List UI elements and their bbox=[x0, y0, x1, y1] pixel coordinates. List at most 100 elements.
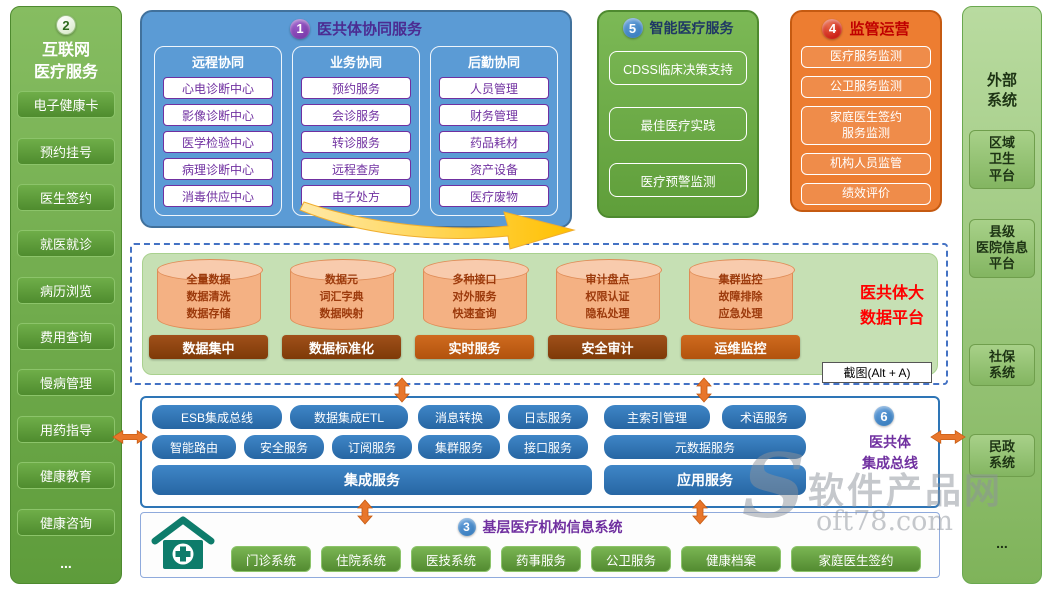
collab-item-consultation-service: 会诊服务 bbox=[301, 104, 411, 126]
external-item-regional-health: 区域 卫生 平台 bbox=[969, 130, 1035, 189]
module-data-centralization: 全量数据 数据清洗 数据存储 数据集中 bbox=[149, 259, 268, 359]
badge-5: 5 bbox=[622, 18, 643, 38]
collab-item-personnel-mgmt: 人员管理 bbox=[439, 77, 549, 99]
reg-item-performance-eval: 绩效评价 bbox=[801, 183, 931, 206]
gr-item-pharmacy: 药事服务 bbox=[501, 546, 581, 572]
bus-item-metadata-service: 元数据服务 bbox=[604, 435, 806, 459]
bus-application-service: 应用服务 bbox=[604, 465, 806, 495]
smart-item-early-warning: 医疗预警监测 bbox=[609, 163, 747, 197]
sidebar-item-health-consult: 健康咨询 bbox=[17, 508, 115, 536]
grassroots-systems-panel: 3 基层医疗机构信息系统 门诊系统 住院系统 医技系统 药事服务 公卫服务 健康… bbox=[140, 512, 940, 578]
logistics-collab-column: 后勤协同 人员管理 财务管理 药品耗材 资产设备 医疗废物 bbox=[430, 46, 558, 216]
collaborative-columns: 远程协同 心电诊断中心 影像诊断中心 医学检验中心 病理诊断中心 消毒供应中心 … bbox=[154, 46, 558, 216]
gr-item-public-health: 公卫服务 bbox=[591, 546, 671, 572]
collab-item-referral-service: 转诊服务 bbox=[301, 131, 411, 153]
collab-item-lab-center: 医学检验中心 bbox=[163, 131, 273, 153]
collab-item-imaging-center: 影像诊断中心 bbox=[163, 104, 273, 126]
bus-item-log-service: 日志服务 bbox=[508, 405, 588, 429]
collab-item-ecg-center: 心电诊断中心 bbox=[163, 77, 273, 99]
screenshot-tooltip: 截图(Alt + A) bbox=[822, 362, 932, 383]
gr-item-family-doctor: 家庭医生签约 bbox=[791, 546, 921, 572]
sidebar-item-medication-guide: 用药指导 bbox=[17, 415, 115, 443]
module-label: 数据标准化 bbox=[282, 335, 401, 359]
external-systems-title: 外部 系统 bbox=[986, 72, 1017, 109]
database-cylinder-icon: 审计盘点 权限认证 隐私处理 bbox=[555, 259, 662, 330]
smart-medical-header: 5 智能医疗服务 bbox=[599, 12, 757, 38]
collab-item-drug-supplies: 药品耗材 bbox=[439, 131, 549, 153]
sidebar-item-health-card: 电子健康卡 bbox=[17, 91, 115, 119]
cylinder-text: 多种接口 对外服务 快速查询 bbox=[452, 274, 497, 321]
reg-item-medical-service-monitor: 医疗服务监测 bbox=[801, 46, 931, 68]
external-item-county-hospital: 县级 医院信息 平台 bbox=[969, 218, 1035, 278]
sidebar-item-fee-query: 费用查询 bbox=[17, 323, 115, 351]
smart-medical-panel: 5 智能医疗服务 CDSS临床决策支持 最佳医疗实践 医疗预警监测 bbox=[597, 10, 759, 218]
sidebar-item-doctor-sign: 医生签约 bbox=[17, 183, 115, 211]
module-label: 安全审计 bbox=[548, 335, 667, 359]
bus-item-smart-routing: 智能路由 bbox=[152, 435, 236, 459]
business-collab-header: 业务协同 bbox=[329, 55, 382, 70]
sidebar-item-chronic-mgmt: 慢病管理 bbox=[17, 369, 115, 397]
collaborative-services-title: 医共体协同服务 bbox=[316, 21, 422, 38]
bigdata-bus-arrow-right bbox=[696, 377, 712, 403]
reg-item-institution-personnel: 机构人员监管 bbox=[801, 153, 931, 176]
regulation-title: 监管运营 bbox=[849, 21, 910, 38]
module-security-audit: 审计盘点 权限认证 隐私处理 安全审计 bbox=[548, 259, 667, 359]
business-collab-column: 业务协同 预约服务 会诊服务 转诊服务 远程查房 电子处方 bbox=[292, 46, 420, 216]
database-cylinder-icon: 数据元 词汇字典 数据映射 bbox=[289, 259, 396, 330]
integration-bus-panel: ESB集成总线 数据集成ETL 消息转换 日志服务 主索引管理 术语服务 智能路… bbox=[140, 396, 940, 508]
collab-item-appointment-service: 预约服务 bbox=[301, 77, 411, 99]
big-data-platform-title: 医共体大 数据平台 bbox=[859, 285, 924, 327]
bus-grassroots-arrow-right bbox=[692, 499, 708, 525]
integration-bus-title: 医共体 集成总线 bbox=[862, 434, 918, 471]
grassroots-header: 3 基层医疗机构信息系统 bbox=[141, 517, 939, 537]
module-realtime-service: 多种接口 对外服务 快速查询 实时服务 bbox=[415, 259, 534, 359]
smart-medical-title: 智能医疗服务 bbox=[649, 20, 734, 36]
module-ops-monitoring: 集群监控 故障排除 应急处理 运维监控 bbox=[681, 259, 800, 359]
bus-item-subscription: 订阅服务 bbox=[332, 435, 412, 459]
internet-medical-services-panel: 2 互联网 医疗服务 电子健康卡 预约挂号 医生签约 就医就诊 病历浏览 费用查… bbox=[10, 6, 122, 584]
collab-item-medical-waste: 医疗废物 bbox=[439, 185, 549, 207]
bus-item-esb: ESB集成总线 bbox=[152, 405, 282, 429]
badge-3: 3 bbox=[457, 518, 476, 536]
bus-item-interface-service: 接口服务 bbox=[508, 435, 588, 459]
sidebar-item-record-browse: 病历浏览 bbox=[17, 276, 115, 304]
yellow-flow-arrow bbox=[299, 201, 576, 250]
smart-item-cdss: CDSS临床决策支持 bbox=[609, 51, 747, 85]
database-cylinder-icon: 多种接口 对外服务 快速查询 bbox=[422, 259, 529, 330]
hospital-house-icon bbox=[151, 515, 215, 578]
reg-item-public-health-monitor: 公卫服务监测 bbox=[801, 76, 931, 98]
bus-item-master-index: 主索引管理 bbox=[604, 405, 710, 429]
bus-grassroots-arrow-left bbox=[357, 499, 373, 525]
regulation-operation-panel: 4 监管运营 医疗服务监测 公卫服务监测 家庭医生签约服务监测 机构人员监管 绩… bbox=[790, 10, 942, 212]
bus-item-terminology: 术语服务 bbox=[722, 405, 806, 429]
module-label: 实时服务 bbox=[415, 335, 534, 359]
external-item-social-security: 社保 系统 bbox=[969, 343, 1035, 386]
bus-integration-service: 集成服务 bbox=[152, 465, 592, 495]
grassroots-title: 基层医疗机构信息系统 bbox=[482, 519, 623, 535]
sidebar-more-ellipsis: ... bbox=[60, 554, 72, 571]
module-label: 运维监控 bbox=[681, 335, 800, 359]
logistics-collab-header: 后勤协同 bbox=[467, 55, 520, 70]
badge-4: 4 bbox=[822, 18, 843, 39]
right-double-arrow bbox=[930, 430, 966, 444]
collab-item-eprescription: 电子处方 bbox=[301, 185, 411, 207]
collab-item-pathology-center: 病理诊断中心 bbox=[163, 158, 273, 180]
collaborative-services-header: 1 医共体协同服务 bbox=[142, 12, 570, 39]
database-cylinder-icon: 全量数据 数据清洗 数据存储 bbox=[156, 259, 263, 330]
collaborative-services-panel: 1 医共体协同服务 远程协同 心电诊断中心 影像诊断中心 医学检验中心 病理诊断… bbox=[140, 10, 572, 228]
regulation-header: 4 监管运营 bbox=[792, 12, 940, 39]
external-systems-panel: 外部 系统 区域 卫生 平台 县级 医院信息 平台 社保 系统 民政 系统 ..… bbox=[962, 6, 1042, 584]
collab-item-disinfection-center: 消毒供应中心 bbox=[163, 185, 273, 207]
collab-item-remote-rounds: 远程查房 bbox=[301, 158, 411, 180]
module-label: 数据集中 bbox=[149, 335, 268, 359]
sidebar-item-health-education: 健康教育 bbox=[17, 462, 115, 490]
sidebar-item-visit: 就医就诊 bbox=[17, 230, 115, 258]
big-data-platform-dashed-frame: 全量数据 数据清洗 数据存储 数据集中 数据元 词汇字典 数据映射 数据标准化 … bbox=[130, 243, 948, 385]
cylinder-text: 数据元 词汇字典 数据映射 bbox=[319, 274, 364, 321]
cylinder-text: 全量数据 数据清洗 数据存储 bbox=[186, 274, 231, 321]
smart-item-best-practice: 最佳医疗实践 bbox=[609, 107, 747, 141]
badge-2: 2 bbox=[56, 15, 76, 35]
left-double-arrow bbox=[112, 430, 148, 444]
gr-item-inpatient: 住院系统 bbox=[321, 546, 401, 572]
